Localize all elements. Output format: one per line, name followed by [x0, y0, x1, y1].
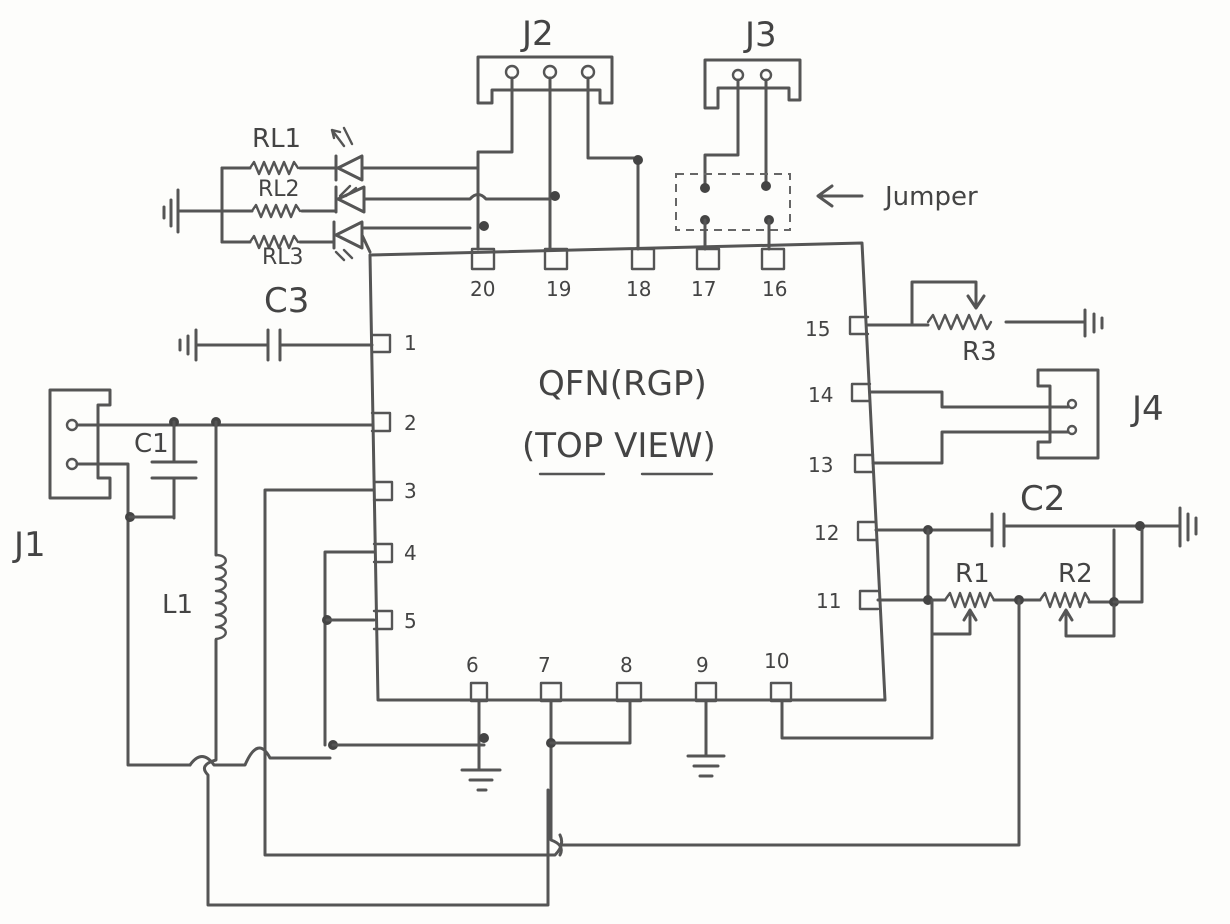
- rl2-label: RL2: [258, 177, 300, 202]
- j2-label: J2: [520, 14, 554, 54]
- pin-4: 4: [404, 541, 417, 565]
- rl1-label: RL1: [252, 124, 301, 154]
- c2-label: C2: [1020, 479, 1065, 519]
- j3-connector: [703, 58, 802, 190]
- r2-label: R2: [1058, 559, 1093, 589]
- pin-11: 11: [816, 589, 841, 613]
- led-network: [162, 126, 552, 262]
- r3-potentiometer: [866, 280, 1104, 338]
- jumper-arrow: [816, 184, 864, 208]
- c2-r1-r2-network: [558, 506, 1198, 847]
- l1-label: L1: [162, 590, 193, 620]
- pin-14: 14: [808, 383, 833, 407]
- pin-19: 19: [546, 277, 571, 301]
- chip-title: QFN(RGP): [538, 364, 707, 404]
- j4-connector: [868, 368, 1100, 465]
- left-routing: [263, 488, 564, 857]
- j1-connector: [48, 388, 112, 500]
- j4-label: J4: [1130, 389, 1164, 429]
- pin-9: 9: [696, 653, 709, 677]
- jumper-block: [675, 173, 864, 251]
- pin-1: 1: [404, 331, 417, 355]
- r3-label: R3: [962, 337, 997, 367]
- pin-7: 7: [538, 653, 551, 677]
- c1-label: C1: [134, 429, 169, 459]
- j3-label: J3: [743, 15, 777, 55]
- chip-subtitle: (TOP VIEW): [522, 426, 716, 466]
- c3-capacitor: [178, 328, 374, 362]
- right-pins: [848, 315, 880, 611]
- pin-2: 2: [404, 411, 417, 435]
- jumper-label: Jumper: [883, 182, 978, 212]
- j2-connector: [476, 55, 643, 251]
- r1-label: R1: [955, 559, 990, 589]
- pin-15: 15: [805, 317, 830, 341]
- labels: QFN(RGP) (TOP VIEW) J2 J3 J1 J4 Jumper R…: [12, 14, 1164, 677]
- pin-3: 3: [404, 479, 417, 503]
- pin-6: 6: [466, 653, 479, 677]
- left-pins: [370, 333, 394, 631]
- rl3-label: RL3: [262, 245, 304, 270]
- j1-label: J1: [12, 525, 46, 565]
- pin-5: 5: [404, 609, 417, 633]
- pin-16: 16: [762, 277, 787, 301]
- pin-13: 13: [808, 453, 833, 477]
- bottom-pins: [469, 681, 793, 703]
- pin-18: 18: [626, 277, 651, 301]
- bottom-routing: [460, 598, 934, 857]
- pin-20: 20: [470, 277, 495, 301]
- pin-12: 12: [814, 521, 839, 545]
- c3-label: C3: [264, 281, 309, 321]
- pin-17: 17: [691, 277, 716, 301]
- top-pins: [470, 247, 786, 271]
- pin-8: 8: [620, 653, 633, 677]
- pin-10: 10: [764, 649, 789, 673]
